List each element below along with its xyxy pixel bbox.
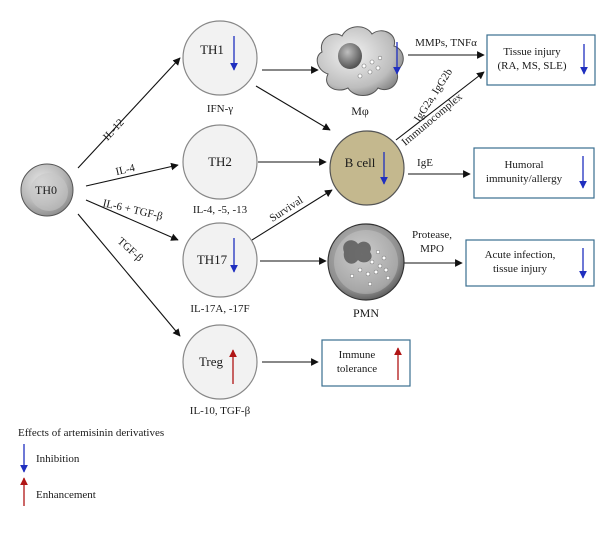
- tissue-injury-line1: Tissue injury: [503, 46, 561, 58]
- macrophage-cell: Mφ: [316, 26, 404, 118]
- arrow-bcell-tissue-injury: [395, 71, 485, 141]
- th0-label: TH0: [35, 183, 57, 197]
- legend-title: Effects of artemisinin derivatives: [18, 427, 164, 439]
- arrow-th1-bcell: [255, 85, 331, 131]
- label-survival: Survival: [267, 194, 305, 224]
- label-il12: IL-12: [101, 117, 127, 144]
- legend-inhibition-label: Inhibition: [36, 453, 80, 465]
- arrows: [77, 51, 485, 366]
- treg-cytokine: IL-10, TGF-β: [190, 405, 251, 417]
- humoral-line1: Humoral: [504, 159, 543, 171]
- th0-cell: TH0: [20, 163, 74, 217]
- tolerance-line1: Immune: [339, 349, 376, 361]
- th1-label: TH1: [200, 42, 224, 57]
- label-tgfb: TGF-β: [115, 235, 146, 264]
- bcell: B cell: [329, 130, 405, 206]
- legend-enhancement-label: Enhancement: [36, 489, 96, 501]
- th17-label: TH17: [197, 252, 228, 267]
- tolerance-box: Immune tolerance: [321, 339, 411, 387]
- legend: Effects of artemisinin derivatives Inhib…: [18, 427, 164, 506]
- humoral-line2: immunity/allergy: [486, 173, 563, 185]
- tolerance-line2: tolerance: [337, 363, 377, 375]
- acute-box: Acute infection, tissue injury: [465, 239, 595, 287]
- macrophage-label: Mφ: [351, 104, 369, 118]
- label-il4: IL-4: [114, 162, 136, 178]
- treg-cell: Treg IL-10, TGF-β: [182, 324, 258, 417]
- acute-line2: tissue injury: [493, 263, 548, 275]
- tissue-injury-line2: (RA, MS, SLE): [497, 60, 566, 72]
- label-il6-tgfb: IL-6 + TGF-β: [102, 197, 165, 223]
- th2-cytokine: IL-4, -5, -13: [193, 204, 248, 216]
- arrow-th17-bcell: [251, 189, 333, 241]
- th1-cell: TH1 IFN-γ: [182, 20, 258, 115]
- bcell-label: B cell: [345, 155, 376, 170]
- acute-line1: Acute infection,: [485, 249, 556, 261]
- th1-cytokine: IFN-γ: [207, 103, 233, 115]
- label-mpo: MPO: [420, 243, 444, 255]
- th2-label: TH2: [208, 154, 232, 169]
- arrow-th0-th17: [85, 199, 179, 241]
- tissue-injury-box: Tissue injury (RA, MS, SLE): [486, 34, 596, 86]
- treg-label: Treg: [199, 354, 224, 369]
- pmn-label: PMN: [353, 306, 379, 320]
- th17-cytokine: IL-17A, -17F: [190, 303, 249, 315]
- label-mmps: MMPs, TNFα: [415, 37, 477, 49]
- pmn-cell: PMN: [327, 223, 405, 320]
- th17-cell: TH17 IL-17A, -17F: [182, 222, 258, 315]
- arrow-th0-treg: [77, 213, 181, 337]
- label-ige: IgE: [417, 157, 433, 169]
- arrow-th0-th1: [77, 57, 181, 169]
- humoral-box: Humoral immunity/allergy: [473, 147, 595, 199]
- label-protease: Protease,: [412, 229, 452, 241]
- th2-cell: TH2 IL-4, -5, -13: [182, 124, 258, 216]
- arrow-th0-th2: [85, 162, 179, 187]
